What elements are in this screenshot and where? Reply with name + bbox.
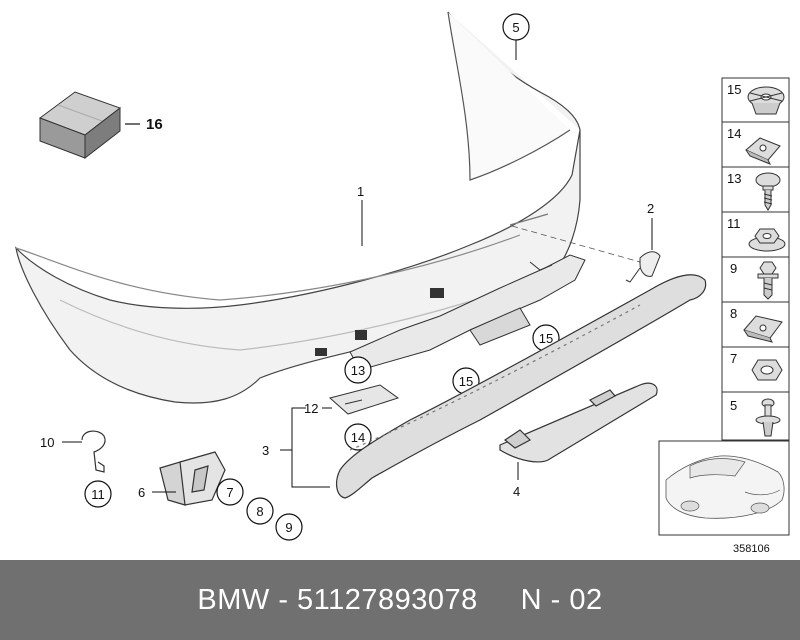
panel-item-14: 14 [727,126,741,141]
callout-6: 6 [138,485,145,500]
callout-4: 4 [513,484,520,499]
clip-nut-14-icon [745,137,781,165]
callout-15-circle-a: 15 [539,331,553,346]
panel-item-8: 8 [730,306,737,321]
callout-8-circle: 8 [256,504,263,519]
part-10-hook [81,430,106,473]
footer-bar: BMW - 51127893078 N - 02 [0,560,800,640]
part-3-lower-trim [335,274,707,499]
panel-item-11: 11 [727,216,741,231]
panel-item-13: 13 [727,171,741,186]
part-16-box [38,91,122,160]
speed-nut-8-icon [743,315,783,343]
callout-11-circle: 11 [91,487,105,502]
footer-gap [478,584,521,617]
part-12-holder [328,384,400,415]
part-2-cap [625,251,661,283]
panel-item-5: 5 [730,398,737,413]
callout-14-circle: 14 [351,430,365,445]
flange-nut-11-icon [748,228,786,252]
callout-5-circle: 5 [512,20,519,35]
callout-12: 12 [304,401,318,416]
rivet-15-icon [747,86,785,115]
callout-9-circle: 9 [285,520,292,535]
part-15-carrier [349,254,586,371]
car-thumbnail [658,440,790,536]
callout-7-circle: 7 [226,485,233,500]
callout-3: 3 [262,443,269,458]
part-6-bracket [159,451,226,506]
push-rivet-5-icon [755,398,781,437]
hex-nut-7-icon [751,359,783,381]
footer-separator: - [269,583,298,616]
footer-part-number: 51127893078 [297,583,478,616]
footer-page-code: N - 02 [520,583,603,616]
parts-diagram: 16 1 5 2 15 15 13 14 12 [15,11,790,555]
screw-13-icon [755,172,781,211]
hex-bolt-9-icon [757,261,779,300]
panel-item-9: 9 [730,261,737,276]
part-4-strip [499,382,658,463]
callout-13-circle: 13 [351,363,365,378]
panel-item-15: 15 [727,82,741,97]
callout-10: 10 [40,435,54,450]
callout-1: 1 [357,184,364,199]
panel-item-7: 7 [730,351,737,366]
footer-brand: BMW [197,583,270,616]
callout-15-circle-b: 15 [459,374,473,389]
callout-16: 16 [146,116,163,133]
callout-2: 2 [647,201,654,216]
part-1-bumper-cover [15,11,581,404]
fastener-panel: 15 14 13 11 9 8 7 5 [721,77,790,441]
reference-number: 358106 [733,543,770,555]
